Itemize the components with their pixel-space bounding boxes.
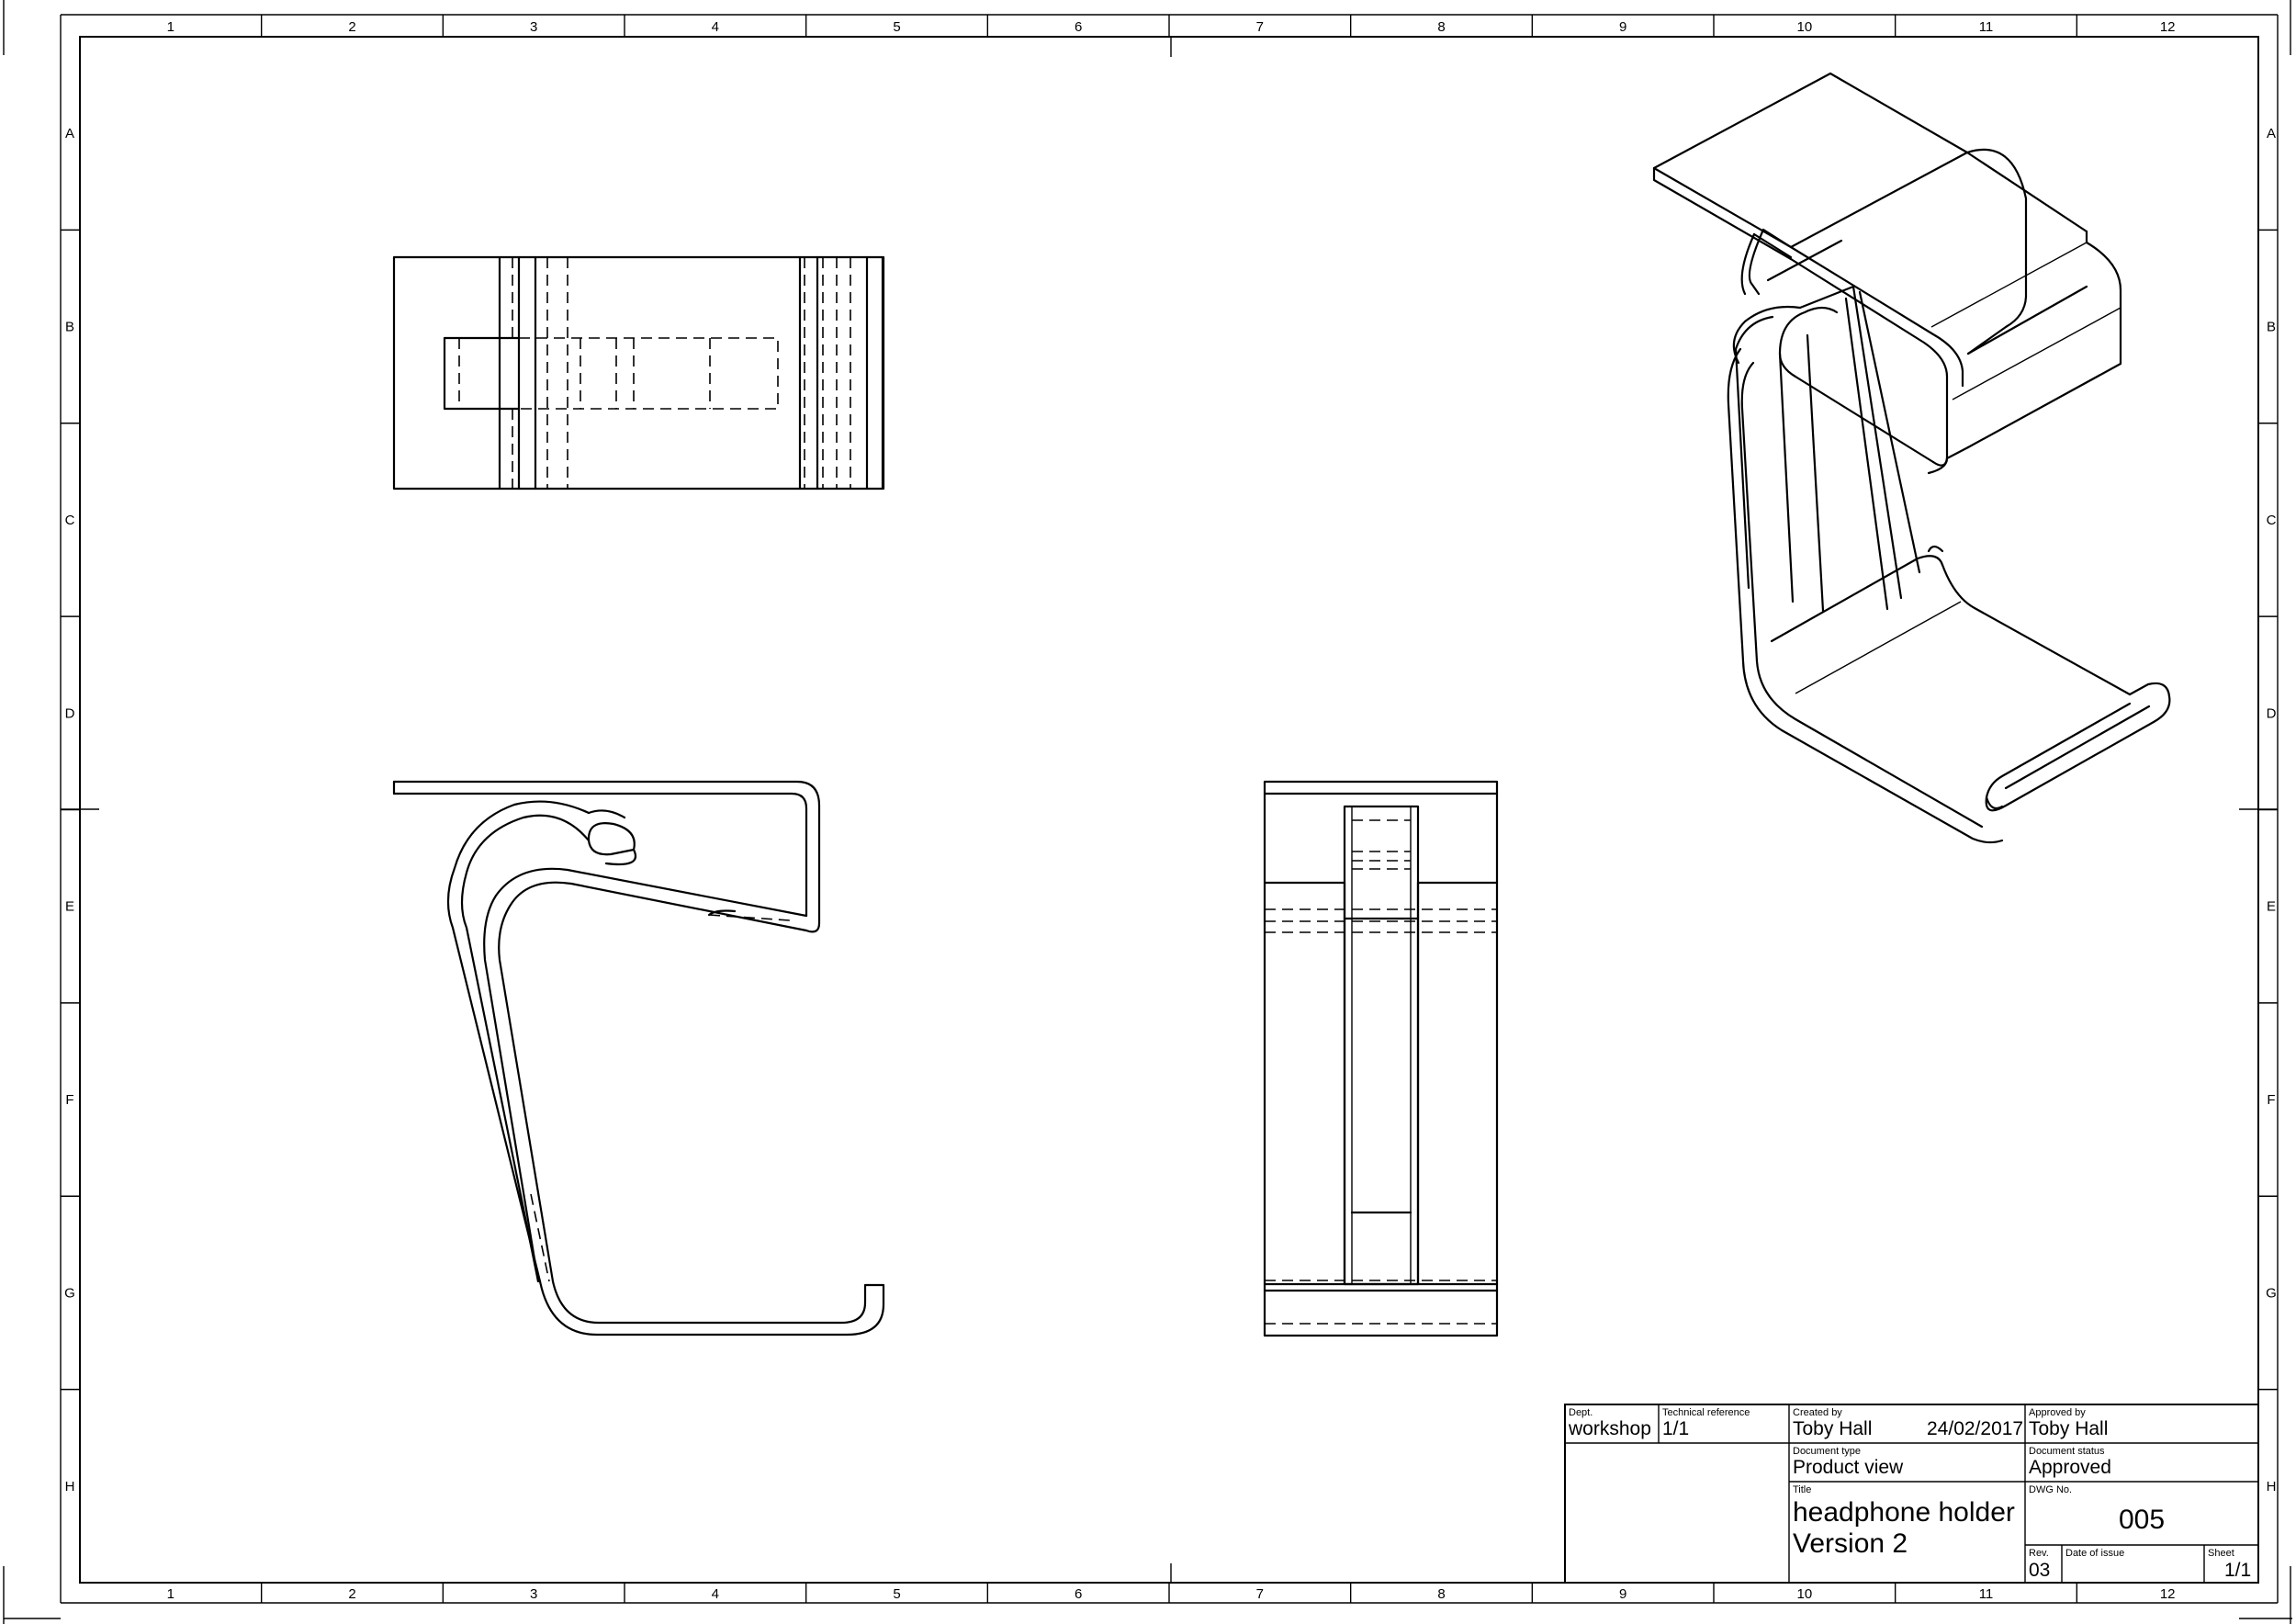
title-label: Title [1793, 1484, 1811, 1495]
front-view [1263, 780, 1499, 1337]
title-block: Dept. workshop Technical reference 1/1 C… [1564, 1404, 2259, 1584]
title-line-2: Version 2 [1793, 1528, 1908, 1559]
zone-col-label-bottom: 8 [1437, 1586, 1445, 1602]
zone-row-label-right: D [2267, 705, 2277, 721]
zone-row-label-right: B [2267, 320, 2276, 335]
doc-type-value: Product view [1793, 1457, 1904, 1478]
crop-marks [3, 0, 2292, 1624]
side-view [392, 780, 885, 1336]
approved-by-label: Approved by [2029, 1407, 2086, 1418]
zone-row-label-left: B [65, 320, 74, 335]
zone-row-label-right: A [2267, 126, 2276, 141]
drawing-frame [79, 36, 2259, 1584]
tech-ref-label: Technical reference [1662, 1407, 1750, 1418]
zone-col-label-bottom: 1 [167, 1586, 174, 1602]
created-date: 24/02/2017 [1927, 1418, 2023, 1439]
zone-col-label-bottom: 2 [348, 1586, 355, 1602]
zone-col-label-top: 5 [893, 19, 900, 35]
zone-col-label-bottom: 10 [1796, 1586, 1812, 1602]
zone-col-label-bottom: 11 [1979, 1586, 1994, 1602]
zone-col-label-bottom: 5 [893, 1586, 900, 1602]
zone-row-label-right: G [2266, 1285, 2277, 1301]
doc-status-label: Document status [2029, 1446, 2105, 1457]
zone-row-label-left: C [65, 513, 75, 528]
tech-ref-value: 1/1 [1662, 1418, 1689, 1439]
zone-col-label-top: 4 [712, 19, 719, 35]
zone-col-label-top: 8 [1437, 19, 1445, 35]
title-line-1: headphone holder [1793, 1497, 2015, 1528]
zone-col-label-top: 10 [1796, 19, 1812, 35]
zone-col-label-bottom: 3 [530, 1586, 537, 1602]
zone-row-label-right: F [2267, 1092, 2275, 1108]
rev-value: 03 [2029, 1560, 2050, 1581]
dwg-label: DWG No. [2029, 1484, 2072, 1495]
doc-status-value: Approved [2029, 1457, 2111, 1478]
zone-col-label-top: 6 [1075, 19, 1082, 35]
zone-row-label-left: E [65, 899, 74, 915]
zone-col-label-bottom: 9 [1619, 1586, 1626, 1602]
zone-col-label-top: 3 [530, 19, 537, 35]
zone-row-label-right: E [2267, 899, 2276, 915]
created-by-label: Created by [1793, 1407, 1842, 1418]
zone-row-label-left: F [65, 1092, 73, 1108]
sheet-label: Sheet [2208, 1548, 2234, 1559]
dwg-value: 005 [2119, 1505, 2165, 1535]
dept-value: workshop [1568, 1418, 1651, 1439]
zone-col-label-top: 9 [1619, 19, 1626, 35]
isometric-view [1652, 72, 2171, 844]
sheet-value: 1/1 [2224, 1560, 2251, 1581]
created-by-value: Toby Hall [1793, 1418, 1872, 1439]
zone-row-label-right: C [2267, 513, 2277, 528]
zone-col-label-bottom: 12 [2160, 1586, 2176, 1602]
approved-by-value: Toby Hall [2029, 1418, 2108, 1439]
zone-col-label-bottom: 6 [1075, 1586, 1082, 1602]
zone-row-label-left: H [65, 1479, 75, 1494]
top-view [392, 255, 885, 491]
dept-label: Dept. [1569, 1407, 1593, 1418]
doc-type-label: Document type [1793, 1446, 1861, 1457]
issue-label: Date of issue [2065, 1548, 2124, 1559]
zone-col-label-top: 12 [2160, 19, 2176, 35]
zone-col-label-top: 7 [1256, 19, 1264, 35]
zone-col-label-top: 2 [348, 19, 355, 35]
zone-row-label-left: A [65, 126, 74, 141]
zone-col-label-bottom: 7 [1256, 1586, 1264, 1602]
zone-row-label-right: H [2267, 1479, 2277, 1494]
zone-col-label-top: 11 [1979, 19, 1994, 35]
rev-label: Rev. [2029, 1548, 2049, 1559]
zone-col-label-bottom: 4 [712, 1586, 719, 1602]
zone-row-label-left: G [64, 1285, 75, 1301]
zone-col-label-top: 1 [167, 19, 174, 35]
zone-row-label-left: D [65, 705, 75, 721]
